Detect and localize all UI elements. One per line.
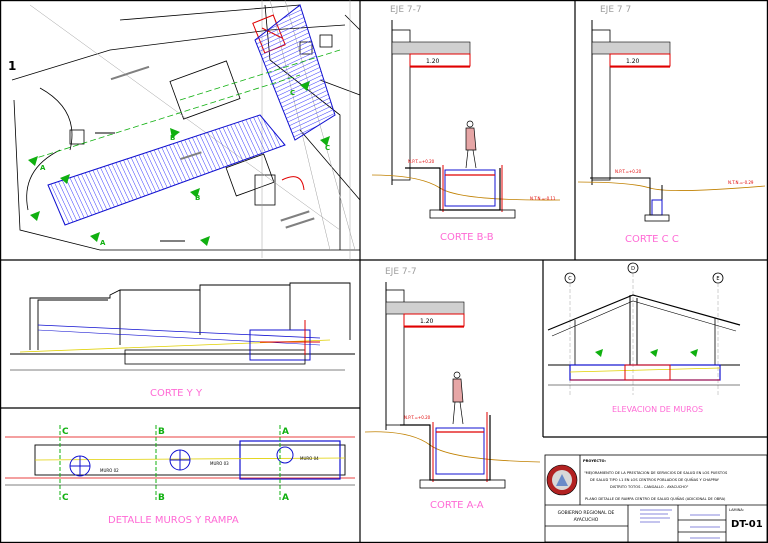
detalle-muro-04: MURO 04 bbox=[300, 456, 319, 461]
detalle-title: DETALLE MUROS Y RAMPA bbox=[108, 515, 239, 526]
detalle-muro-03: MURO 03 bbox=[210, 461, 229, 466]
corte-bb-npt-left: N.P.T.=+0.20 bbox=[408, 159, 435, 164]
elevacion-axis-d: D bbox=[631, 266, 635, 272]
corte-cc: EJE 7 7 1.20 N.P.T.=+0.20 N.T.N.=-0.29 C… bbox=[577, 5, 766, 245]
plan-marker-a1: A bbox=[40, 164, 46, 172]
detalle-section-c-bot: C bbox=[62, 493, 69, 503]
sheet-code: DT-01 bbox=[731, 519, 763, 530]
corte-yy: CORTE Y Y bbox=[10, 282, 355, 399]
plan-name: PLANO DETALLE DE RAMPA CENTRO DE SALUD Q… bbox=[585, 496, 726, 501]
corte-aa-dim: 1.20 bbox=[420, 318, 434, 325]
plan-number: 1 bbox=[8, 59, 16, 73]
project-label: PROYECTO: bbox=[583, 459, 607, 463]
elevacion-axis-c: C bbox=[568, 276, 572, 282]
title-block: PROYECTO: "MEJORAMIENTO DE LA PRESTACION… bbox=[544, 454, 768, 543]
corte-cc-npt-right: N.T.N.=-0.29 bbox=[728, 180, 754, 185]
corte-cc-npt-left: N.P.T.=+0.20 bbox=[615, 169, 642, 174]
corte-bb-dim: 1.20 bbox=[426, 58, 440, 65]
client-line-2: AYACUCHO bbox=[574, 517, 599, 523]
corte-aa-eje: EJE 7-7 bbox=[385, 267, 417, 277]
detalle-section-c-top: C bbox=[62, 427, 69, 437]
corte-aa-title: CORTE A-A bbox=[430, 500, 484, 511]
client-line-1: GOBIERNO REGIONAL DE bbox=[558, 510, 615, 516]
elevacion-axis-e: E bbox=[716, 276, 719, 282]
corte-bb-title: CORTE B-B bbox=[440, 232, 494, 243]
plan-marker-c2: C bbox=[325, 144, 330, 152]
elevacion-title: ELEVACION DE MUROS bbox=[612, 405, 703, 414]
detalle-section-b-top: B bbox=[158, 427, 165, 437]
detalle-section-b-bot: B bbox=[158, 493, 165, 503]
plan-marker-b2: B bbox=[195, 194, 200, 202]
drain-circles bbox=[69, 446, 294, 477]
corte-cc-dim: 1.20 bbox=[626, 58, 640, 65]
gobierno-regional-logo bbox=[546, 464, 578, 496]
person-figure-aa bbox=[452, 371, 464, 425]
plan-marker-b1: B bbox=[170, 134, 175, 142]
corte-yy-title: CORTE Y Y bbox=[150, 388, 203, 399]
project-line-3: DISTRITO TOTOS - CANGALLO - AYACUCHO" bbox=[610, 485, 689, 489]
person-figure-bb bbox=[465, 120, 477, 169]
detalle-section-a-top: A bbox=[282, 427, 289, 437]
sheet-label: LAMINA: bbox=[729, 508, 744, 512]
plan-marker-c1: C bbox=[290, 89, 295, 97]
project-line-2: DE SALUD TIPO I-1 EN LOS CENTROS POBLADO… bbox=[590, 477, 720, 482]
project-line-1: "MEJORAMIENTO DE LA PRESTACION DE SERVIC… bbox=[584, 471, 728, 475]
corte-aa-npt-left: N.P.T.=+0.20 bbox=[404, 415, 431, 420]
corte-bb-npt-right: N.T.N.=-0.11 bbox=[530, 196, 556, 201]
corte-aa: EJE 7-7 1.20 N.P.T.=+0.20 CORTE A-A bbox=[364, 267, 541, 511]
plan-view: 1 bbox=[8, 0, 361, 260]
detalle-muros-rampa: MURO 02 MURO 03 MURO 04 C B A C B A DETA… bbox=[5, 425, 355, 526]
corte-bb: EJE 7-7 1.20 N.P.T.=+0.20 N.T.N.=-0.11 C… bbox=[371, 5, 561, 243]
corte-bb-eje: EJE 7-7 bbox=[390, 5, 422, 15]
plan-marker-a2: A bbox=[100, 239, 106, 247]
detalle-muro-02: MURO 02 bbox=[100, 468, 119, 473]
corte-cc-eje: EJE 7 7 bbox=[600, 5, 631, 15]
detalle-section-a-bot: A bbox=[282, 493, 289, 503]
elevacion-muros: C D E ELEVACION DE MUROS bbox=[547, 262, 741, 414]
corte-cc-title: CORTE C C bbox=[625, 234, 679, 245]
